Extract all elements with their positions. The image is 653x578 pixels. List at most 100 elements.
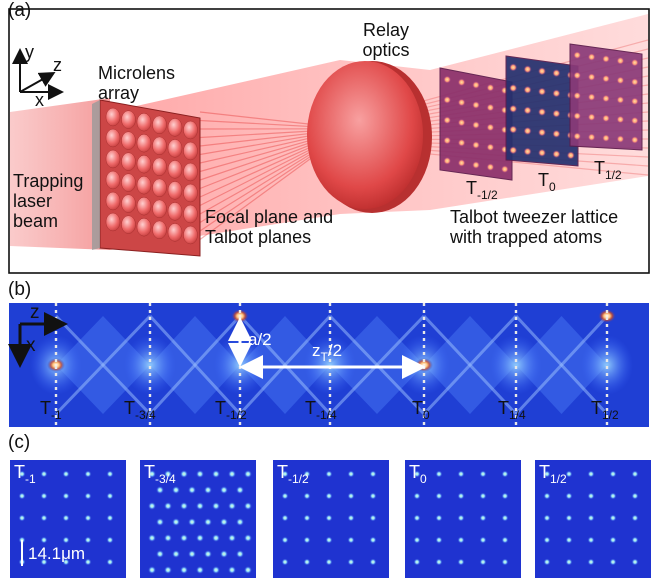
atom-spot — [457, 470, 465, 478]
plane-label-a-2: T1/2 — [594, 158, 622, 182]
trapped-atom — [616, 56, 625, 65]
atom-spot — [501, 536, 509, 544]
panel-a-label: (a) — [8, 0, 32, 21]
interference-ray — [514, 314, 609, 416]
plane-label-b: T1/4 — [498, 398, 526, 422]
atom-spot — [325, 514, 333, 522]
plane-label-a-1: T0 — [538, 170, 556, 194]
atom-spot — [18, 514, 26, 522]
atom-spot — [148, 502, 156, 510]
atom-spot — [565, 492, 573, 500]
atom-spot — [587, 536, 595, 544]
plane-label-b: T-3/4 — [124, 398, 156, 422]
atom-spot — [457, 492, 465, 500]
camera-images — [10, 460, 651, 578]
atom-spot — [303, 470, 311, 478]
lenslet — [167, 139, 183, 158]
atom-spot — [62, 492, 70, 500]
trapped-atom — [602, 74, 610, 83]
trapped-atom — [486, 143, 495, 152]
atom-spot — [84, 470, 92, 478]
atom-spot — [369, 536, 377, 544]
lenslet — [152, 178, 167, 198]
interference-ray — [54, 314, 152, 416]
lenslet — [121, 194, 136, 213]
axis-z-label-b: z — [30, 302, 40, 323]
atom-spot — [196, 534, 204, 542]
atom-spot — [236, 486, 244, 494]
atom-spot — [40, 492, 48, 500]
atom-spot — [40, 536, 48, 544]
image-label: T-1 — [14, 462, 36, 486]
atom-spot — [106, 558, 114, 566]
trapped-atom — [457, 78, 466, 87]
lenslet — [121, 152, 136, 171]
focal-spot — [598, 309, 616, 323]
image-label: T1/2 — [539, 462, 567, 486]
atom-spot — [220, 518, 228, 526]
trapped-atom — [509, 146, 518, 155]
trapped-atom — [443, 116, 452, 125]
lenslet — [105, 107, 121, 127]
atom-spot — [543, 492, 551, 500]
trapped-atom — [566, 151, 575, 160]
trapped-atom — [538, 67, 546, 76]
trapped-atom — [538, 108, 546, 116]
atom-spot — [435, 514, 443, 522]
atom-spot — [220, 486, 228, 494]
atom-spot — [172, 518, 180, 526]
atom-spot — [347, 470, 355, 478]
atom-spot — [18, 492, 26, 500]
lenslet — [105, 170, 121, 190]
axis-x-label: x — [35, 90, 44, 110]
atom-spot — [501, 470, 509, 478]
atom-spot — [106, 514, 114, 522]
atom-spot — [631, 514, 639, 522]
axis-y-label: y — [25, 42, 34, 62]
trapped-atom — [443, 136, 452, 145]
axis-x-label-b: x — [26, 335, 36, 356]
axes-b — [8, 312, 68, 368]
trapped-atom — [443, 95, 452, 104]
atom-spot — [457, 514, 465, 522]
atom-spot — [587, 470, 595, 478]
lenslet — [136, 196, 152, 216]
trapped-atom — [630, 116, 639, 125]
trapped-atom — [602, 94, 610, 103]
trapped-atom — [509, 63, 518, 72]
atom-spot — [180, 502, 188, 510]
atom-spot — [413, 514, 421, 522]
lenslet — [183, 183, 198, 203]
atom-spot — [228, 470, 236, 478]
atom-spot — [347, 492, 355, 500]
trapped-atom — [602, 134, 610, 143]
atom-spot — [196, 566, 204, 574]
trapped-atom — [587, 73, 596, 82]
trapped-atom — [443, 156, 452, 165]
atom-spot — [325, 536, 333, 544]
microlens-array — [92, 99, 201, 257]
trapped-atom — [457, 98, 466, 107]
atom-spot — [413, 558, 421, 566]
trapped-atom — [552, 129, 561, 138]
beam-ray — [199, 142, 331, 232]
trapped-atom — [573, 51, 582, 60]
atom-spot — [435, 536, 443, 544]
intensity-glow — [490, 335, 542, 395]
panel-c-label: (c) — [8, 432, 31, 453]
atom-spot — [62, 558, 70, 566]
trapped-atom — [630, 58, 639, 67]
lenslet — [152, 220, 167, 240]
atom-spot — [609, 514, 617, 522]
atom-spot — [347, 514, 355, 522]
atom-spot — [631, 470, 639, 478]
trapped-atom — [443, 75, 452, 84]
atom-spot — [180, 566, 188, 574]
atom-spot — [479, 492, 487, 500]
atom-spot — [369, 514, 377, 522]
trapped-atom — [616, 135, 625, 144]
atom-spot — [84, 514, 92, 522]
relay-label: Relay optics — [362, 20, 410, 60]
atom-spot — [212, 534, 220, 542]
